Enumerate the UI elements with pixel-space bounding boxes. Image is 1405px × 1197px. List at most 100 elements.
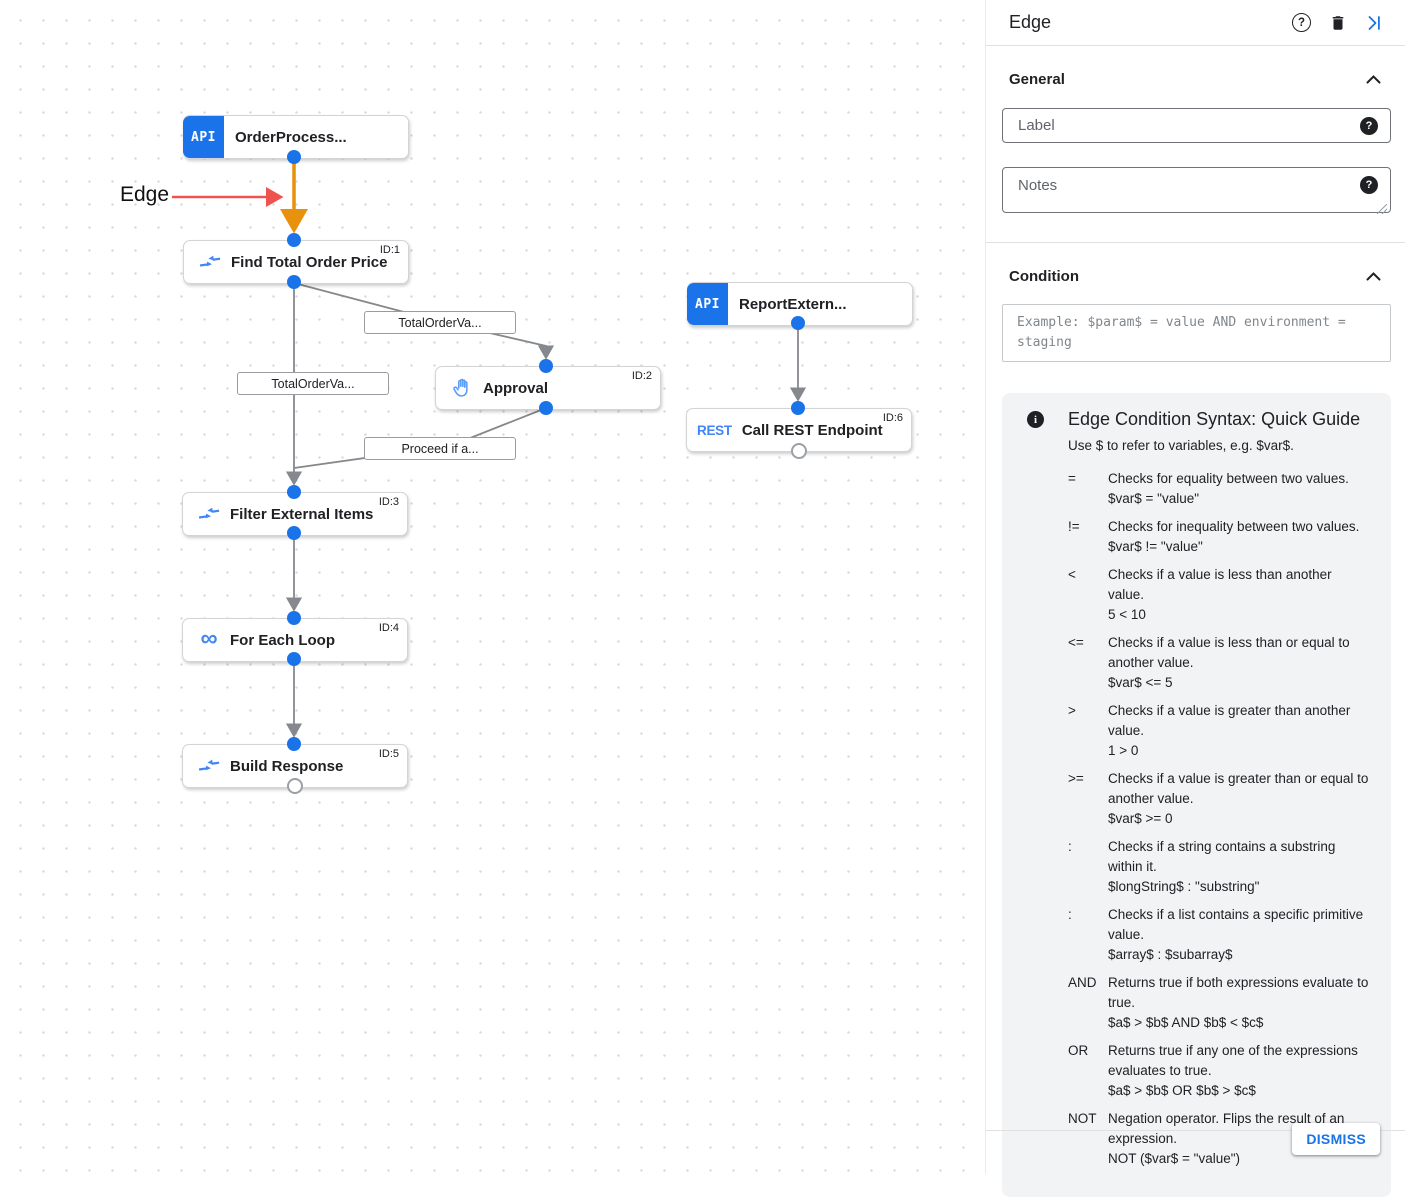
guide-operator: <= [1068,635,1084,650]
edge-condition-label[interactable]: TotalOrderVa... [237,372,389,395]
edge-condition-label[interactable]: Proceed if a... [364,437,516,460]
info-icon: i [1027,411,1044,428]
node-for-each-loop[interactable]: ∞ For Each Loop ID:4 [182,618,408,662]
general-section-header[interactable]: General [1009,71,1381,88]
help-icon[interactable]: ? [1292,13,1311,32]
node-id-badge: ID:1 [379,244,400,256]
node-title: For Each Loop [230,631,335,649]
input-port[interactable] [287,233,301,247]
guide-row: != Checks for inequality between two val… [1068,517,1369,557]
node-id-badge: ID:3 [378,496,399,508]
data-mapping-icon [198,250,222,274]
panel-title: Edge [1009,12,1052,32]
data-mapping-icon [197,754,221,778]
guide-row: = Checks for equality between two values… [1068,469,1369,509]
notes-field-wrap: ? [1002,167,1391,218]
delete-icon[interactable] [1329,13,1347,33]
guide-description: Checks if a value is greater than or equ… [1108,771,1369,826]
edges-layer [172,159,807,738]
node-title: Find Total Order Price [231,253,388,271]
guide-operator: OR [1068,1043,1089,1058]
node-approval[interactable]: Approval ID:2 [435,366,661,410]
output-port-empty[interactable] [287,778,303,794]
guide-description: Returns true if any one of the expressio… [1108,1043,1358,1098]
node-id-badge: ID:6 [882,412,903,424]
guide-row: AND Returns true if both expressions eva… [1068,973,1369,1033]
guide-description: Checks for inequality between two values… [1108,519,1360,554]
guide-description: Checks if a value is greater than anothe… [1108,703,1351,758]
output-port-empty[interactable] [791,443,807,459]
node-title: Filter External Items [230,505,374,523]
guide-row: <= Checks if a value is less than or equ… [1068,633,1369,693]
guide-rows: = Checks for equality between two values… [1068,469,1369,1169]
guide-operator: < [1068,567,1076,582]
chevron-up-icon[interactable] [1366,75,1381,84]
guide-description: Checks if a value is less than or equal … [1108,635,1350,690]
node-id-badge: ID:2 [631,370,652,382]
condition-heading: Condition [1009,268,1079,285]
condition-field-wrap [1002,304,1391,367]
notes-help-icon[interactable]: ? [1360,176,1378,194]
input-port[interactable] [287,611,301,625]
label-help-icon[interactable]: ? [1360,117,1378,135]
data-mapping-icon [197,502,221,526]
chevron-up-icon[interactable] [1366,272,1381,281]
notes-input[interactable] [1002,167,1391,213]
guide-operator: = [1068,471,1076,486]
input-port[interactable] [287,485,301,499]
guide-description: Checks if a list contains a specific pri… [1108,907,1364,962]
output-port[interactable] [791,316,805,330]
guide-description: Negation operator. Flips the result of a… [1108,1111,1345,1166]
guide-title: Edge Condition Syntax: Quick Guide [1068,409,1361,429]
node-build-response[interactable]: Build Response ID:5 [182,744,408,788]
input-port[interactable] [287,737,301,751]
output-port[interactable] [287,275,301,289]
output-port[interactable] [287,150,301,164]
label-field-wrap: ? [1002,108,1391,143]
condition-section-header[interactable]: Condition [1009,268,1381,285]
guide-description: Checks if a string contains a substring … [1108,839,1336,894]
guide-operator: AND [1068,975,1097,990]
api-trigger-icon: API [183,116,224,158]
node-title: Build Response [230,757,344,775]
output-port[interactable] [287,526,301,540]
guide-operator: NOT [1068,1111,1097,1126]
guide-description: Checks for equality between two values. … [1108,471,1349,506]
api-trigger-icon: API [687,283,728,325]
guide-operator: != [1068,519,1080,534]
input-port[interactable] [539,359,553,373]
guide-row: < Checks if a value is less than another… [1068,565,1369,625]
node-title: ReportExtern... [739,295,847,313]
collapse-panel-icon[interactable] [1365,14,1383,32]
node-id-badge: ID:5 [378,748,399,760]
guide-operator: : [1068,839,1072,854]
general-heading: General [1009,71,1065,88]
guide-row: > Checks if a value is greater than anot… [1068,701,1369,761]
node-id-badge: ID:4 [378,622,399,634]
node-title: Approval [483,379,549,397]
guide-row: OR Returns true if any one of the expres… [1068,1041,1369,1101]
guide-operator: >= [1068,771,1084,786]
resize-handle[interactable] [1377,204,1387,214]
input-port[interactable] [791,401,805,415]
edge-properties-panel: Edge ? General ? ? Condition [985,0,1405,1197]
panel-header: Edge ? [986,0,1405,46]
loop-icon: ∞ [200,624,218,652]
condition-input[interactable] [1002,304,1391,362]
guide-subtitle: Use $ to refer to variables, e.g. $var$. [1068,438,1294,453]
output-port[interactable] [539,401,553,415]
node-title: Call REST Endpoint [741,421,883,439]
flow-canvas[interactable]: Edge API OrderProcess... Find Total Orde… [0,0,985,1174]
approval-hand-icon [450,376,474,400]
guide-description: Checks if a value is less than another v… [1108,567,1332,622]
guide-operator: : [1068,907,1072,922]
rest-icon: REST [697,422,732,438]
guide-description: Returns true if both expressions evaluat… [1108,975,1369,1030]
dismiss-button[interactable]: DISMISS [1292,1123,1380,1155]
guide-row: : Checks if a list contains a specific p… [1068,905,1369,965]
edge-condition-label[interactable]: TotalOrderVa... [364,311,516,334]
guide-row: : Checks if a string contains a substrin… [1068,837,1369,897]
label-input[interactable] [1002,108,1391,143]
condition-syntax-guide-card: i Edge Condition Syntax: Quick Guide Use… [1002,393,1391,1197]
output-port[interactable] [287,652,301,666]
